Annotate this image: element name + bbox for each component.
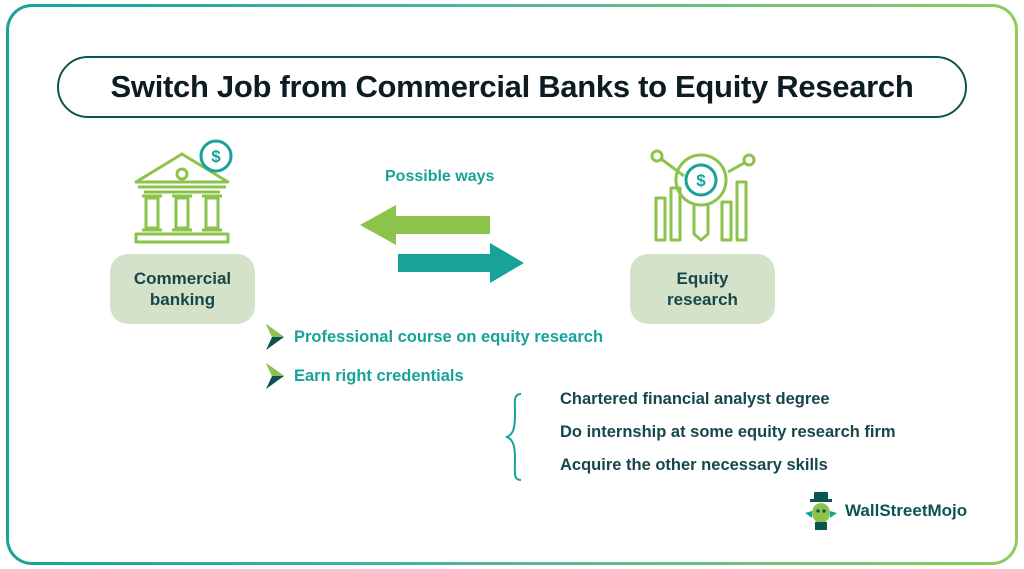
commercial-banking-line2: banking (149, 290, 216, 309)
chevron-bullet-icon (266, 324, 284, 350)
credential-item: Do internship at some equity research fi… (560, 423, 896, 441)
magnifier-chart-icon: $ (650, 149, 756, 242)
bullet-item: Professional course on equity research (266, 324, 603, 350)
logo-text: WallStreetMojo (845, 501, 968, 520)
credential-item: Acquire the other necessary skills (560, 456, 828, 474)
bullet-item: Earn right credentials (266, 363, 464, 389)
bullet-text: Professional course on equity research (294, 327, 604, 346)
commercial-banking-box: Commercial banking (110, 254, 255, 324)
bullet-text: Earn right credentials (294, 366, 464, 385)
chevron-bullet-icon (266, 363, 284, 389)
svg-text:$: $ (211, 147, 221, 166)
mascot-logo-icon (805, 492, 837, 530)
left-arrow-icon (360, 205, 490, 245)
dollar-coin-icon: $ (199, 139, 233, 173)
possible-ways-label: Possible ways (385, 168, 495, 185)
bank-icon (134, 152, 230, 244)
svg-text:$: $ (696, 171, 706, 190)
equity-research-line2: research (667, 290, 738, 309)
equity-research-box: Equity research (630, 254, 775, 324)
commercial-banking-line1: Commercial (133, 269, 232, 288)
equity-research-line1: Equity (676, 269, 729, 288)
right-arrow-icon (398, 243, 524, 283)
page-title: Switch Job from Commercial Banks to Equi… (110, 69, 914, 104)
title-pill: Switch Job from Commercial Banks to Equi… (57, 56, 967, 118)
credential-item: Chartered financial analyst degree (560, 390, 830, 408)
wallstreetmojo-logo: WallStreetMojo (803, 491, 967, 531)
double-arrow-icon (360, 205, 524, 283)
brace-icon (505, 393, 522, 481)
